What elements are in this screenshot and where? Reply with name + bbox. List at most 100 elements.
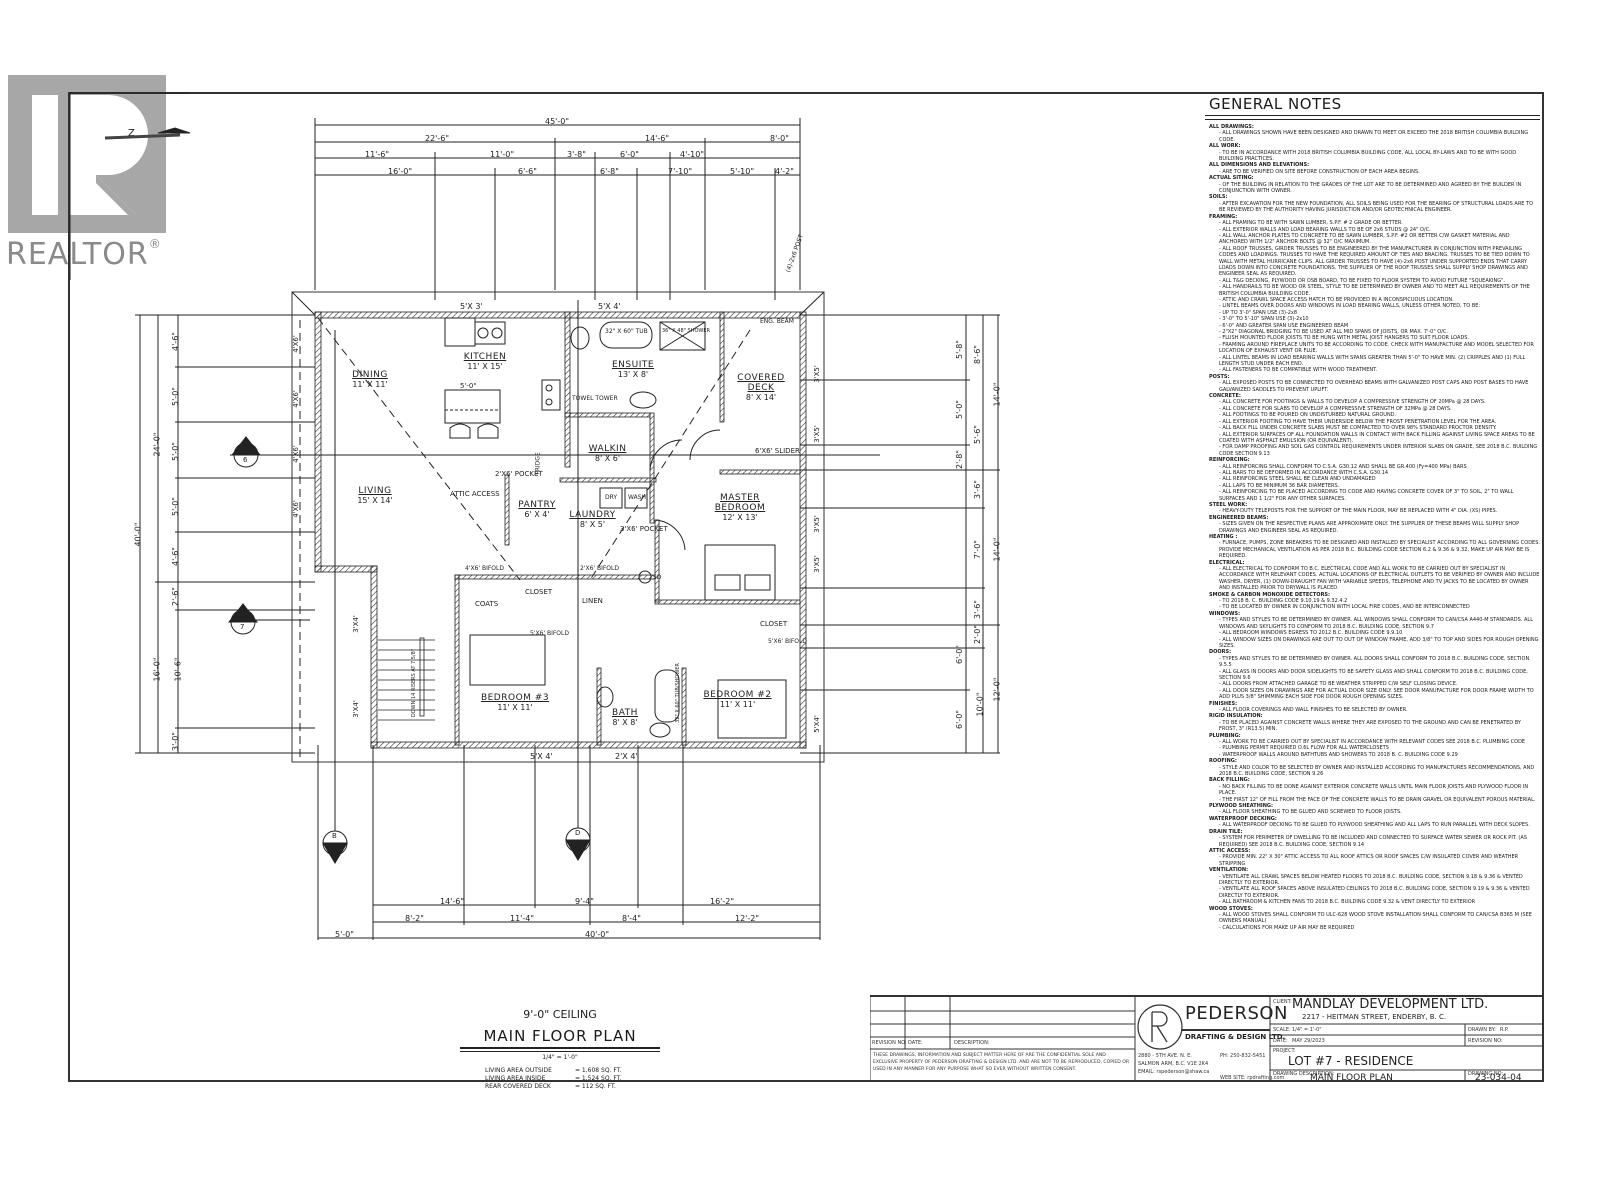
revision-no-label: REVISION NO:: [1468, 1038, 1503, 1044]
notes-item: - TO BE IN ACCORDANCE WITH 2018 BRITISH …: [1219, 149, 1517, 163]
notes-item: - ALL WOOD STOVES SHALL CONFORM TO ULC-6…: [1219, 911, 1532, 925]
dim-label: 16'-0": [388, 167, 413, 176]
notes-item: - 2"X2" DIAGONAL BRIDGING TO BE USED AT …: [1219, 329, 1448, 335]
window-label: 4'X6': [291, 335, 300, 353]
date-label: DATE:: [1273, 1038, 1288, 1044]
section-d-sheet: 7: [575, 841, 580, 849]
window-label: 3'X5': [812, 555, 821, 573]
notes-item: - VENTILATE ALL CRAWL SPACES BELOW HEATE…: [1219, 873, 1523, 886]
dim-label: 14'-0": [992, 382, 1002, 407]
notes-item: - TO BE PLACED AGAINST CONCRETE WALLS WH…: [1219, 719, 1521, 733]
notes-item: - 6'-0" AND GREATER SPAN USE ENGINEERED …: [1219, 322, 1349, 329]
dim-overall-depth: 40'-0": [133, 522, 143, 547]
notes-item: - ALL FASTENERS TO BE COMPATIBLE WITH WO…: [1219, 367, 1378, 374]
section-d-letter: D: [575, 829, 581, 837]
notes-item: - THE FIRST 12" OF FILL FROM THE FACE OF…: [1219, 796, 1536, 803]
dim-label: 5'-0": [170, 442, 180, 461]
notes-item: - ALL EXTERIOR FOOTING TO HAVE THEIR UND…: [1219, 418, 1497, 425]
notes-item: - ALL EXTERIOR WALLS AND LOAD BEARING WA…: [1219, 226, 1431, 233]
notes-item: - ALL GLASS IN DOORS AND DOOR SIDELIGHTS…: [1219, 668, 1528, 681]
dim-label: 22'-6": [425, 134, 450, 143]
notes-item: - ATTIC AND CRAWL SPACE ACCESS HATCH TO …: [1219, 296, 1454, 303]
notes-section-heading: STEEL WORK:: [1209, 501, 1248, 508]
notes-item: - ALL FOOTINGS TO BE POURED ON UNDISTURB…: [1219, 412, 1397, 419]
notes-item: - ALL ELECTRICAL TO CONFORM TO B.C. ELEC…: [1219, 566, 1540, 592]
notes-section-heading: ATTIC ACCESS:: [1209, 847, 1251, 854]
section-marker-a: [230, 436, 880, 468]
notes-item: - ALL WALL ANCHOR PLATES TO CONCRETE TO …: [1219, 232, 1510, 246]
plan-scale: 1/4" = 1'-0": [542, 1054, 578, 1061]
dim-label: 2'-6": [170, 587, 180, 606]
dim-label: 7'-0": [972, 540, 982, 559]
notes-item: - ALL WORK TO BE CARRIED OUT BY SPECIALI…: [1219, 739, 1526, 745]
notes-section-heading: REINFORCING:: [1209, 457, 1250, 464]
notes-section-heading: ALL DIMENSIONS AND ELEVATIONS:: [1209, 162, 1310, 169]
dim-label: 8'-6": [972, 345, 982, 364]
notes-item: - ALL DOOR SIZES ON DRAWINGS ARE FOR ACT…: [1219, 687, 1534, 701]
client-address: 2217 - HEITMAN STREET, ENDERBY, B. C.: [1302, 1013, 1447, 1021]
firm-phone: PH: 250-832-5451: [1220, 1053, 1266, 1059]
dim-label: 10'-0": [975, 692, 985, 717]
section-c-letter: C: [240, 610, 245, 618]
section-marker-d: [565, 300, 591, 861]
notes-section-heading: ROOFING:: [1209, 758, 1237, 765]
dim-label: 12'-0": [992, 677, 1002, 702]
dim-label: 6'-6": [518, 167, 537, 176]
notes-body: ALL DRAWINGS:- ALL DRAWINGS SHOWN HAVE B…: [1205, 124, 1540, 931]
notes-item: - FRAMING AROUND FIREPLACE UNITS TO BE A…: [1219, 341, 1534, 355]
dim-label: 4'-6": [170, 332, 180, 351]
dim-label: 16'-2": [710, 897, 735, 906]
firm-address-2: SALMON ARM, B.C. V1E 2K4: [1138, 1061, 1209, 1067]
dim-label: 5'-10": [730, 167, 755, 176]
notes-item: - ARE TO BE VERIFIED ON SITE BEFORE CONS…: [1219, 168, 1420, 175]
firm-email: EMAIL: rspederson@shaw.ca: [1138, 1069, 1210, 1075]
notes-section-heading: WOOD STOVES:: [1209, 905, 1253, 912]
window-label: 5'X 4': [530, 752, 553, 761]
title-block-grid: [870, 997, 1542, 1082]
realtor-logo-icon: [8, 75, 166, 233]
window-label: 3'X5': [812, 515, 821, 533]
bifold-label: 4'X6' BIFOLD: [465, 565, 504, 572]
dim-label: 5'-0": [335, 930, 354, 939]
closet-label: CLOSET: [760, 620, 788, 628]
title-rule: [1205, 115, 1540, 120]
section-b-letter: B: [332, 832, 337, 840]
notes-item: - CALCULATIONS FOR MAKE UP AIR MAY BE RE…: [1219, 924, 1355, 931]
dim-label: 6'-0": [954, 645, 964, 664]
window-label: 5'X4': [812, 715, 821, 733]
notes-item: - TO BE LOCATED BY OWNER IN CONJUNCTION …: [1219, 604, 1470, 611]
notes-section-heading: FINISHES:: [1209, 700, 1238, 707]
realtor-watermark: REALTOR®: [6, 75, 168, 275]
notes-item: - TYPES AND STYLES TO BE DETERMINED BY O…: [1219, 617, 1533, 630]
slider-label: 6'X6' SLIDER: [755, 447, 800, 455]
notes-section-heading: RIGID INSULATION:: [1209, 713, 1263, 720]
notes-item: - ALL CONCRETE FOR SLABS TO DEVELOP A CO…: [1219, 405, 1452, 412]
notes-section-heading: ENGINEERED BEAMS:: [1209, 514, 1269, 521]
dim-label: 6'-0": [954, 710, 964, 729]
area-row: REAR COVERED DECK= 112 SQ. FT.: [485, 1083, 616, 1090]
scale-label: SCALE:: [1273, 1027, 1291, 1033]
notes-section-heading: BACK FILLING:: [1209, 777, 1250, 784]
drawing-desc-label: DRAWING DESCRIPTION:: [1273, 1071, 1335, 1077]
window-label: 3'X5': [812, 425, 821, 443]
notes-item: - NO BACK FILLING TO BE DONE AGAINST EXT…: [1219, 783, 1529, 797]
area-row: LIVING AREA OUTSIDE= 1,608 SQ. FT.: [485, 1067, 622, 1074]
section-b-sheet: 6: [332, 844, 337, 852]
tub-label: 32" X 60" TUB: [605, 328, 648, 335]
towel-tower-label: TOWEL TOWER: [572, 395, 618, 402]
eng-beam-label: ENG. BEAM: [760, 318, 794, 325]
notes-item: - ALL DOORS FROM ATTACHED GARAGE TO BE W…: [1219, 681, 1458, 688]
coats-label: COATS: [475, 600, 499, 608]
notes-item: - AFTER EXCAVATION FOR THE NEW FOUNDATIO…: [1219, 200, 1534, 214]
tub-shower-label: 32" X 60" TUB/SHOWER: [674, 663, 681, 723]
pocket-door-label: 3'X6' POCKET: [620, 525, 668, 533]
pederson-logo-icon: [1137, 1004, 1183, 1050]
notes-item: - ALL LAPS TO BE MINIMUM 36 BAR DIAMETER…: [1219, 482, 1340, 489]
drawing-sheet-border: [68, 92, 1544, 1082]
notes-item: - ALL LINTEL BEAMS IN LOAD BEARING WALLS…: [1219, 354, 1526, 368]
notes-item: - ALL EXPOSED POSTS TO BE CONNECTED TO O…: [1219, 380, 1529, 393]
